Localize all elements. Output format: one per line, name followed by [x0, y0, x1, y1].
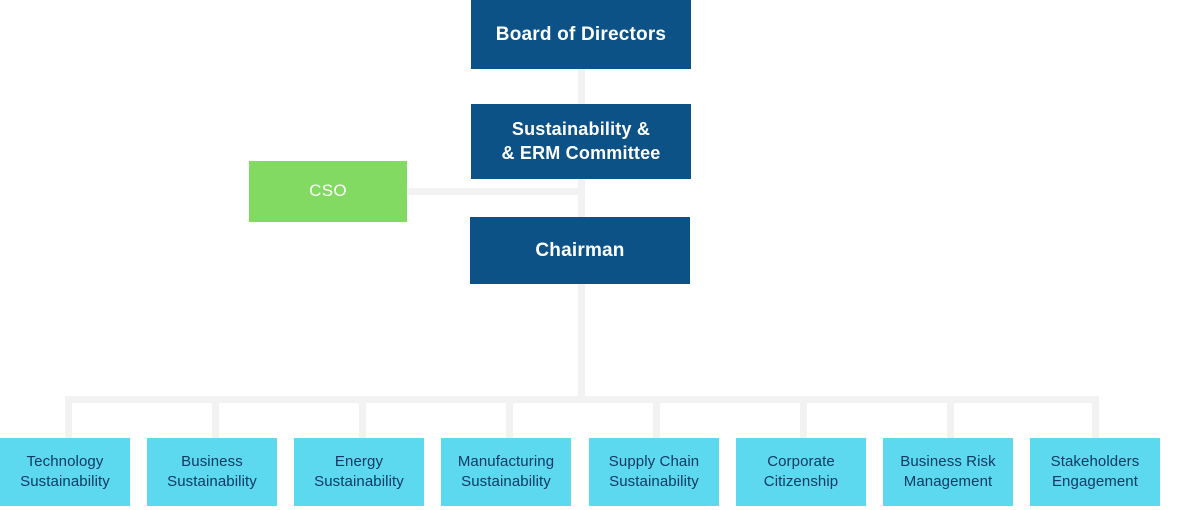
node-department-label: Technology Sustainability	[20, 453, 110, 490]
node-department-business-sustainability[interactable]: Business Sustainability	[147, 438, 277, 506]
node-department-technology-sustainability[interactable]: Technology Sustainability	[0, 438, 130, 506]
node-board-of-directors[interactable]: Board of Directors	[471, 0, 691, 69]
node-cso-label: CSO	[309, 181, 347, 201]
node-board-of-directors-label: Board of Directors	[495, 23, 667, 45]
node-department-label: Business Risk Management	[900, 453, 996, 490]
connector-drop-3	[359, 396, 366, 438]
node-chairman[interactable]: Chairman	[470, 217, 690, 284]
connector-drop-6	[800, 396, 807, 438]
node-department-label: Energy Sustainability	[314, 453, 404, 490]
connector-drop-2	[212, 396, 219, 438]
node-department-supply-chain-sustainability[interactable]: Supply Chain Sustainability	[589, 438, 719, 506]
node-department-corporate-citizenship[interactable]: Corporate Citizenship	[736, 438, 866, 506]
node-department-manufacturing-sustainability[interactable]: Manufacturing Sustainability	[441, 438, 571, 506]
connector-cso-to-spine	[407, 188, 585, 195]
connector-board-to-committee	[578, 68, 585, 104]
connector-drop-1	[65, 396, 72, 438]
connector-drop-5	[653, 396, 660, 438]
node-department-label: Manufacturing Sustainability	[457, 453, 555, 490]
node-chairman-label: Chairman	[535, 239, 625, 261]
node-department-label: Supply Chain Sustainability	[608, 453, 700, 490]
node-department-business-risk-management[interactable]: Business Risk Management	[883, 438, 1013, 506]
node-department-label: Business Sustainability	[167, 453, 257, 490]
connector-chairman-to-bus	[578, 284, 585, 396]
node-sustainability-erm-committee-label: Sustainability & & ERM Committee	[501, 118, 661, 163]
node-department-label: Corporate Citizenship	[763, 453, 839, 490]
connector-drop-4	[506, 396, 513, 438]
node-department-stakeholders-engagement[interactable]: Stakeholders Engagement	[1030, 438, 1160, 506]
node-sustainability-erm-committee[interactable]: Sustainability & & ERM Committee	[471, 104, 691, 179]
connector-committee-to-chairman	[578, 179, 585, 217]
connector-drop-7	[947, 396, 954, 438]
node-department-energy-sustainability[interactable]: Energy Sustainability	[294, 438, 424, 506]
node-cso[interactable]: CSO	[249, 161, 407, 222]
connector-horizontal-bus	[65, 396, 1099, 403]
node-department-label: Stakeholders Engagement	[1050, 453, 1140, 490]
connector-drop-8	[1092, 396, 1099, 438]
